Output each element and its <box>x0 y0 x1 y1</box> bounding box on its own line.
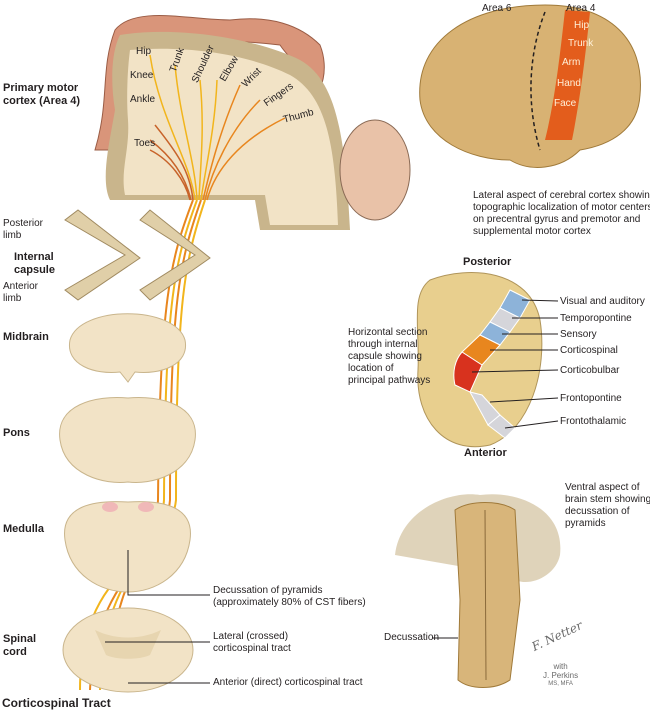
label-pons: Pons <box>3 427 30 439</box>
caption-line: principal pathways <box>348 375 431 386</box>
label-line: Primary motor <box>3 82 79 94</box>
homunculus-ankle: Ankle <box>130 94 156 105</box>
caption-line: through internal <box>348 339 418 350</box>
homunculus-face <box>339 119 411 221</box>
signature-line: with <box>553 662 568 671</box>
cortical-fibers <box>149 54 286 201</box>
caption-line: Lateral aspect of cerebral cortex showin… <box>473 190 650 201</box>
label-medulla: Medulla <box>3 523 44 535</box>
label-internal-capsule: Internal capsule <box>14 251 55 277</box>
label-posterior-limb: Posterior limb <box>3 218 43 242</box>
pons-section <box>59 397 196 483</box>
pathway-leaders <box>471 299 559 429</box>
ventral-caption: Ventral aspect of brain stem showing dec… <box>565 482 650 530</box>
label-line: Posterior <box>3 218 44 229</box>
region-face: Face <box>554 98 577 109</box>
caption-line: brain stem showing <box>565 494 650 505</box>
caption-line: supplemental motor cortex <box>473 226 591 237</box>
horizontal-caption: Horizontal section through internal caps… <box>348 327 430 387</box>
label-primary-motor-cortex: Primary motor cortex (Area 4) <box>3 82 80 108</box>
annotation-line: (approximately 80% of CST fibers) <box>213 597 366 608</box>
annotation-line: corticospinal tract <box>213 643 291 654</box>
leader-lines <box>105 550 458 684</box>
label-line: Spinal <box>3 633 37 645</box>
label-midbrain: Midbrain <box>3 331 49 343</box>
region-trunk: Trunk <box>568 38 594 49</box>
figure-title: Corticospinal Tract <box>2 696 111 710</box>
label-anterior-limb: Anterior limb <box>3 281 38 305</box>
region-arm: Arm <box>562 57 581 68</box>
region-hand: Hand <box>557 78 581 89</box>
medulla-section <box>64 501 191 593</box>
pathway-sensory: Sensory <box>560 329 597 340</box>
midbrain-section <box>69 313 186 383</box>
area-4-label: Area 4 <box>566 3 596 14</box>
lateral-caption: Lateral aspect of cerebral cortex showin… <box>473 190 650 238</box>
lateral-brain <box>419 4 641 168</box>
annotation-decussation-pyramids: Decussation of pyramids (approximately 8… <box>213 585 366 609</box>
caption-line: location of <box>348 363 394 374</box>
posterior-label: Posterior <box>463 256 512 268</box>
pathway-band <box>453 351 483 393</box>
ventral-brainstem <box>454 502 521 688</box>
caption-line: topographic localization of motor center… <box>473 202 650 213</box>
signature-credit: with J. Perkins MS, MFA <box>543 662 578 689</box>
pathway-visual-auditory: Visual and auditory <box>560 296 645 307</box>
pathway-bands <box>453 289 531 439</box>
spinal-grey-matter <box>95 630 161 659</box>
annotation-line: Lateral (crossed) <box>213 631 289 642</box>
caption-line: Ventral aspect of <box>565 482 640 493</box>
pathway-frontopontine: Frontopontine <box>560 393 622 404</box>
annotation-anterior-cst: Anterior (direct) corticospinal tract <box>213 677 363 688</box>
pathway-corticobulbar: Corticobulbar <box>560 365 620 376</box>
homunculus-knee: Knee <box>130 70 154 81</box>
region-hip: Hip <box>574 20 590 31</box>
caption-line: pyramids <box>565 518 606 529</box>
caption-line: Horizontal section <box>348 327 428 338</box>
internal-capsule-right <box>139 209 211 301</box>
annotation-lateral-cst: Lateral (crossed) corticospinal tract <box>213 631 291 655</box>
label-line: Anterior <box>3 281 39 292</box>
pathway-corticospinal: Corticospinal <box>560 345 618 356</box>
anterior-label: Anterior <box>464 447 507 459</box>
area-4-strip <box>545 10 590 140</box>
pathway-frontothalamic: Frontothalamic <box>560 416 627 427</box>
homunculus-toes: Toes <box>134 138 156 149</box>
olive-left <box>102 502 118 512</box>
label-line: cortex (Area 4) <box>3 95 81 107</box>
label-spinal-cord: Spinal cord <box>3 633 36 659</box>
signature-line: MS, MFA <box>548 681 573 687</box>
label-line: cord <box>3 646 27 658</box>
internal-capsule-left <box>64 209 141 301</box>
label-line: capsule <box>14 264 55 276</box>
pathway-band <box>487 414 516 439</box>
label-line: limb <box>3 293 22 304</box>
area-6-label: Area 6 <box>482 3 512 14</box>
label-line: Internal <box>14 251 54 263</box>
decussation-label: Decussation <box>384 632 440 643</box>
pathway-temporopontine: Temporopontine <box>560 313 632 324</box>
homunculus-hip: Hip <box>136 46 152 57</box>
signature-line: J. Perkins <box>543 671 579 680</box>
caption-line: decussation of <box>565 506 630 517</box>
caption-line: capsule showing <box>348 351 422 362</box>
label-line: limb <box>3 230 22 241</box>
annotation-line: Decussation of pyramids <box>213 585 323 596</box>
caption-line: on precentral gyrus and premotor and <box>473 214 641 225</box>
area-6-boundary <box>530 11 546 151</box>
descending-tracts <box>79 199 206 691</box>
olive-right <box>138 502 154 512</box>
